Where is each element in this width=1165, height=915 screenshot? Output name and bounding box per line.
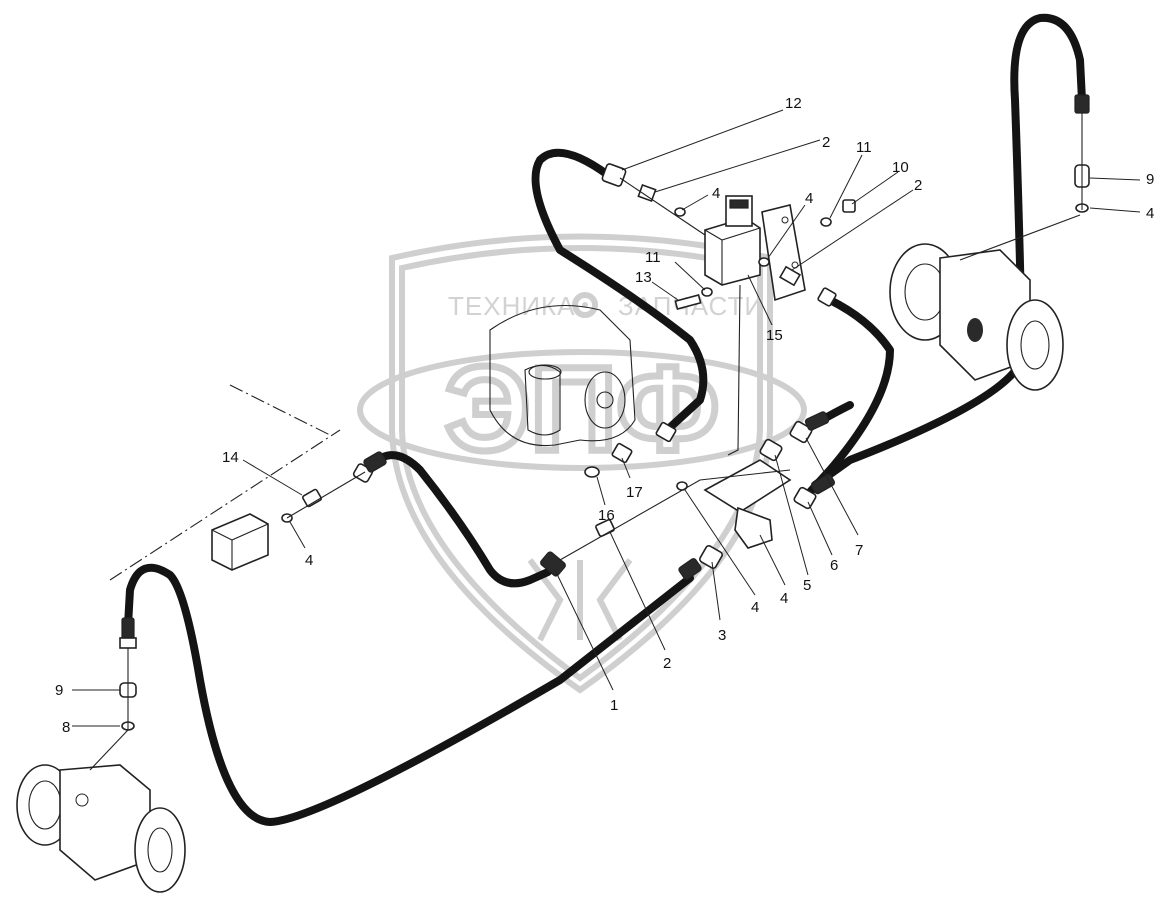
gear-icon [572, 292, 598, 318]
callout-9-left: 9 [55, 682, 63, 699]
left-wheel-hub [16, 729, 186, 893]
callout-labels: 12 2 4 11 10 2 4 9 4 11 13 15 17 16 14 4… [55, 95, 1154, 736]
reservoir-block [211, 513, 269, 571]
tee-bracket [703, 459, 792, 549]
callout-16: 16 [598, 507, 615, 524]
callout-4-valve: 4 [805, 190, 813, 207]
callout-4-left-bottom: 8 [62, 719, 70, 736]
callout-10: 10 [892, 159, 909, 176]
callout-4-left: 4 [305, 552, 313, 569]
watermark-ellipse [357, 349, 807, 471]
axis-lines [109, 384, 341, 581]
callout-13: 13 [635, 269, 652, 286]
fittings [119, 94, 1090, 731]
callout-7: 6 [830, 557, 838, 574]
right-wheel-hub [889, 214, 1081, 391]
callout-15: 15 [766, 327, 783, 344]
callout-11-top: 11 [856, 139, 872, 156]
callout-6: 5 [803, 577, 811, 594]
callout-4-right: 4 [1146, 205, 1154, 222]
watermark: ТЕХНИКА ЗАПЧАСТИ ЭПФ [357, 233, 807, 694]
callout-2-bottom: 2 [663, 655, 671, 672]
hose-right-tall [811, 13, 1086, 489]
callout-9-right: 9 [1146, 171, 1154, 188]
leader-lines [72, 109, 1141, 727]
hose-long-lower [124, 563, 694, 826]
hose-upper-loop [531, 148, 708, 436]
callout-12: 12 [785, 95, 802, 112]
engine-outline [489, 304, 636, 447]
callout-4-top: 4 [712, 185, 720, 202]
callout-14: 14 [222, 449, 239, 466]
hose-right-long [806, 296, 894, 496]
callout-17: 17 [626, 484, 643, 501]
callout-1: 1 [610, 697, 618, 714]
callout-5: 4 [780, 590, 788, 607]
watermark-shield [389, 233, 773, 694]
watermark-logo-letters: ЭПФ [445, 342, 719, 476]
hose-middle-s [371, 451, 552, 588]
callout-4-bottom: 4 [751, 599, 759, 616]
callout-11-left: 11 [645, 249, 661, 266]
callout-2-right: 2 [914, 177, 922, 194]
watermark-shield-inner [399, 245, 763, 682]
valve-block [704, 195, 806, 456]
callout-2-top: 2 [822, 134, 830, 151]
callout-8: 7 [855, 542, 863, 559]
callout-3: 3 [718, 627, 726, 644]
